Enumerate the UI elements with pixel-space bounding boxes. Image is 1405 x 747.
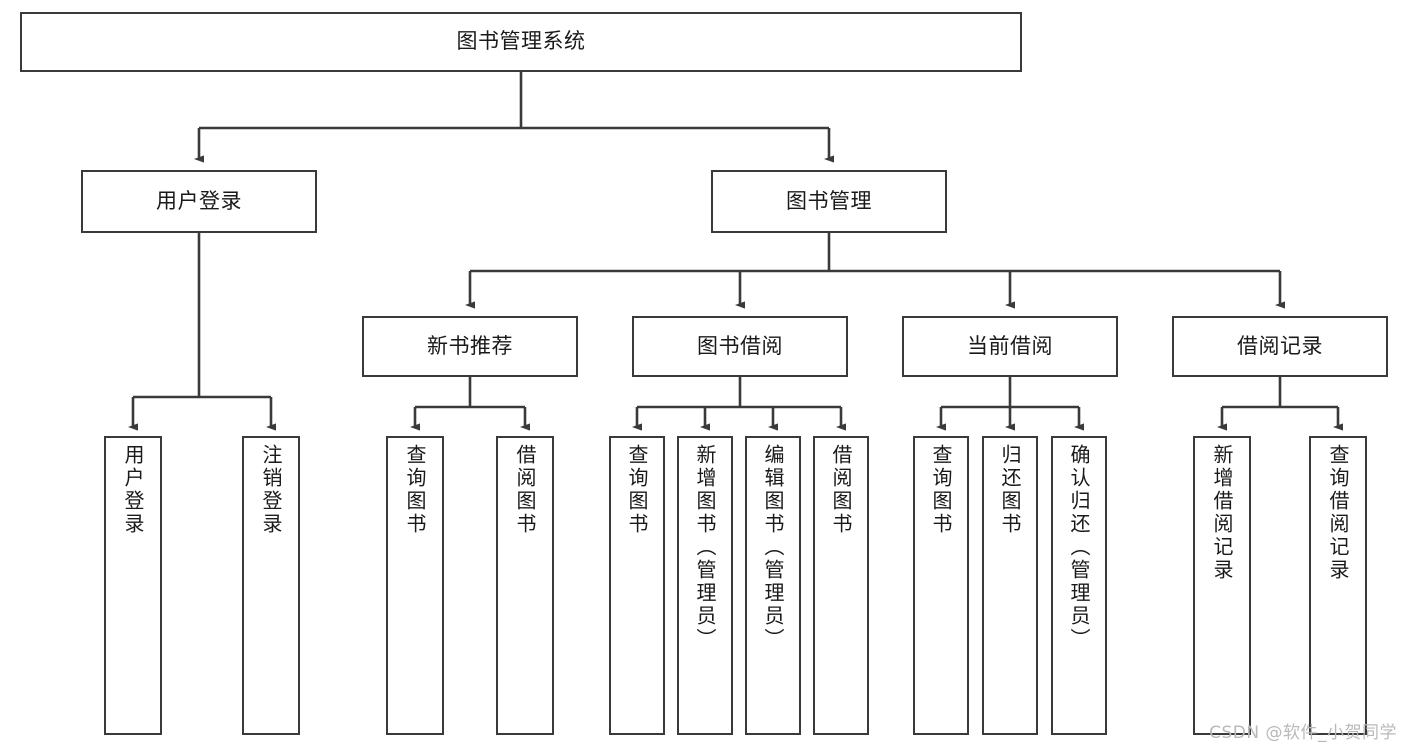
node-leaf-return-book-label: 归还图书 [998, 444, 1022, 536]
node-leaf-borrow-book-2-label: 借阅图书 [829, 444, 853, 536]
node-leaf-query-book-2[interactable]: 查询图书 [609, 436, 665, 735]
node-leaf-confirm-return-label: 确认归还（管理员） [1067, 444, 1091, 651]
node-leaf-query-book-1-label: 查询图书 [403, 444, 427, 536]
node-leaf-query-record[interactable]: 查询借阅记录 [1309, 436, 1367, 735]
node-leaf-add-record[interactable]: 新增借阅记录 [1193, 436, 1251, 735]
node-leaf-add-book-label: 新增图书（管理员） [693, 444, 717, 651]
node-leaf-user-logout[interactable]: 注销登录 [242, 436, 300, 735]
node-root-label: 图书管理系统 [456, 29, 586, 54]
node-leaf-borrow-book-1-label: 借阅图书 [513, 444, 537, 536]
node-leaf-user-login[interactable]: 用户登录 [104, 436, 162, 735]
node-leaf-user-login-label: 用户登录 [121, 444, 145, 536]
node-leaf-query-book-1[interactable]: 查询图书 [386, 436, 444, 735]
node-borrow-record[interactable]: 借阅记录 [1172, 316, 1388, 377]
node-book-manage[interactable]: 图书管理 [711, 170, 947, 233]
node-leaf-borrow-book-2[interactable]: 借阅图书 [813, 436, 869, 735]
node-book-borrow-label: 图书借阅 [697, 333, 783, 358]
node-leaf-query-book-2-label: 查询图书 [625, 444, 649, 536]
node-user-login[interactable]: 用户登录 [81, 170, 317, 233]
node-leaf-add-book[interactable]: 新增图书（管理员） [677, 436, 733, 735]
node-leaf-return-book[interactable]: 归还图书 [982, 436, 1038, 735]
node-leaf-query-book-3[interactable]: 查询图书 [913, 436, 969, 735]
csdn-watermark: CSDN @软件_小贺同学 [1209, 723, 1397, 743]
node-root[interactable]: 图书管理系统 [20, 12, 1022, 72]
node-book-borrow[interactable]: 图书借阅 [632, 316, 848, 377]
node-leaf-add-record-label: 新增借阅记录 [1210, 444, 1234, 582]
node-leaf-borrow-book-1[interactable]: 借阅图书 [496, 436, 554, 735]
node-book-manage-label: 图书管理 [786, 188, 872, 213]
node-user-login-label: 用户登录 [156, 188, 242, 213]
node-new-book-rec[interactable]: 新书推荐 [362, 316, 578, 377]
node-leaf-query-book-3-label: 查询图书 [929, 444, 953, 536]
node-leaf-edit-book-label: 编辑图书（管理员） [761, 444, 785, 651]
node-leaf-edit-book[interactable]: 编辑图书（管理员） [745, 436, 801, 735]
node-borrow-record-label: 借阅记录 [1237, 333, 1323, 358]
node-leaf-query-record-label: 查询借阅记录 [1326, 444, 1350, 582]
node-new-book-rec-label: 新书推荐 [427, 333, 513, 358]
node-leaf-user-logout-label: 注销登录 [259, 444, 283, 536]
node-current-borrow-label: 当前借阅 [967, 333, 1053, 358]
node-leaf-confirm-return[interactable]: 确认归还（管理员） [1051, 436, 1107, 735]
node-current-borrow[interactable]: 当前借阅 [902, 316, 1118, 377]
